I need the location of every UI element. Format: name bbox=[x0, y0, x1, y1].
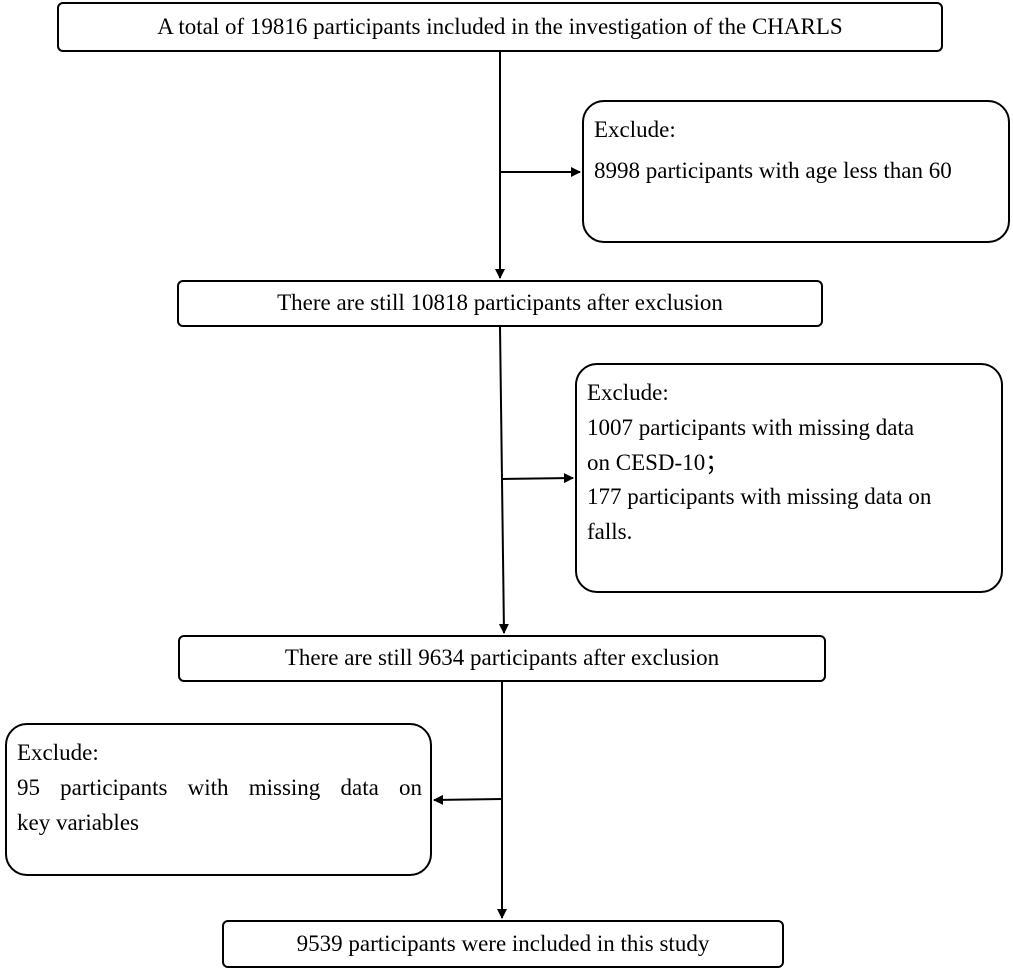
exclusion-2-line-3: 177 participants with missing data on bbox=[587, 484, 932, 510]
exclusion-3-heading: Exclude: bbox=[17, 740, 99, 765]
exclusion-1-line-1: 8998 participants with age less than 60 bbox=[594, 157, 952, 183]
exclusion-box-1: Exclude: 8998 participants with age less… bbox=[582, 100, 1010, 243]
remaining-box-2: There are still 9634 participants after … bbox=[178, 635, 826, 682]
arrow-to-exclusion-3 bbox=[433, 794, 503, 805]
exclusion-2-line-2: on CESD-10； bbox=[587, 449, 729, 475]
final-text: 9539 participants were included in this … bbox=[296, 930, 710, 956]
exclusion-3-line-1: 95 participants with missing data on bbox=[17, 774, 422, 800]
start-text: A total of 19816 participants included i… bbox=[157, 13, 843, 39]
start-box: A total of 19816 participants included i… bbox=[57, 2, 943, 52]
exclusion-2-heading: Exclude: bbox=[587, 380, 669, 405]
exclusion-2-line-1: 1007 participants with missing data bbox=[587, 414, 915, 440]
arrow-to-exclusion-2 bbox=[501, 473, 574, 484]
arrow-remaining-1-to-remaining-2 bbox=[498, 326, 509, 634]
final-box: 9539 participants were included in this … bbox=[222, 920, 784, 968]
exclusion-2-line-4: falls. bbox=[587, 519, 633, 544]
exclusion-3-line-2: key variables bbox=[17, 809, 139, 835]
exclusion-box-3: Exclude: 95 participants with missing da… bbox=[5, 723, 432, 876]
exclusion-1-heading: Exclude: bbox=[594, 117, 676, 142]
remaining-1-text: There are still 10818 participants after… bbox=[277, 290, 723, 316]
remaining-2-text: There are still 9634 participants after … bbox=[284, 645, 720, 671]
remaining-box-1: There are still 10818 participants after… bbox=[177, 280, 823, 327]
exclusion-box-2: Exclude: 1007 participants with missing … bbox=[575, 363, 1003, 593]
